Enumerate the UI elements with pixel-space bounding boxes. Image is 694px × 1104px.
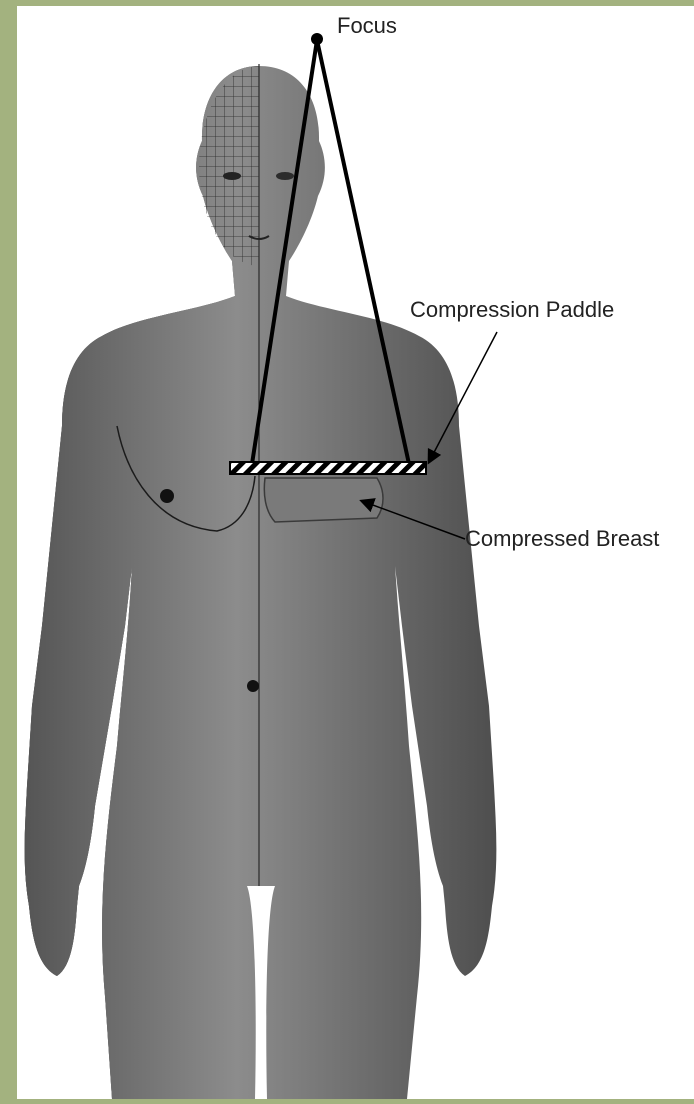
human-body-figure [25, 64, 497, 1099]
focus-point [311, 33, 323, 45]
diagram-canvas: Focus Compression Paddle Compressed Brea… [17, 6, 694, 1099]
diagram-svg: Focus Compression Paddle Compressed Brea… [17, 6, 694, 1099]
focus-label: Focus [337, 13, 397, 38]
compression-paddle [230, 462, 426, 474]
compression-paddle-label: Compression Paddle [410, 297, 614, 322]
compressed-breast-label: Compressed Breast [465, 526, 659, 551]
